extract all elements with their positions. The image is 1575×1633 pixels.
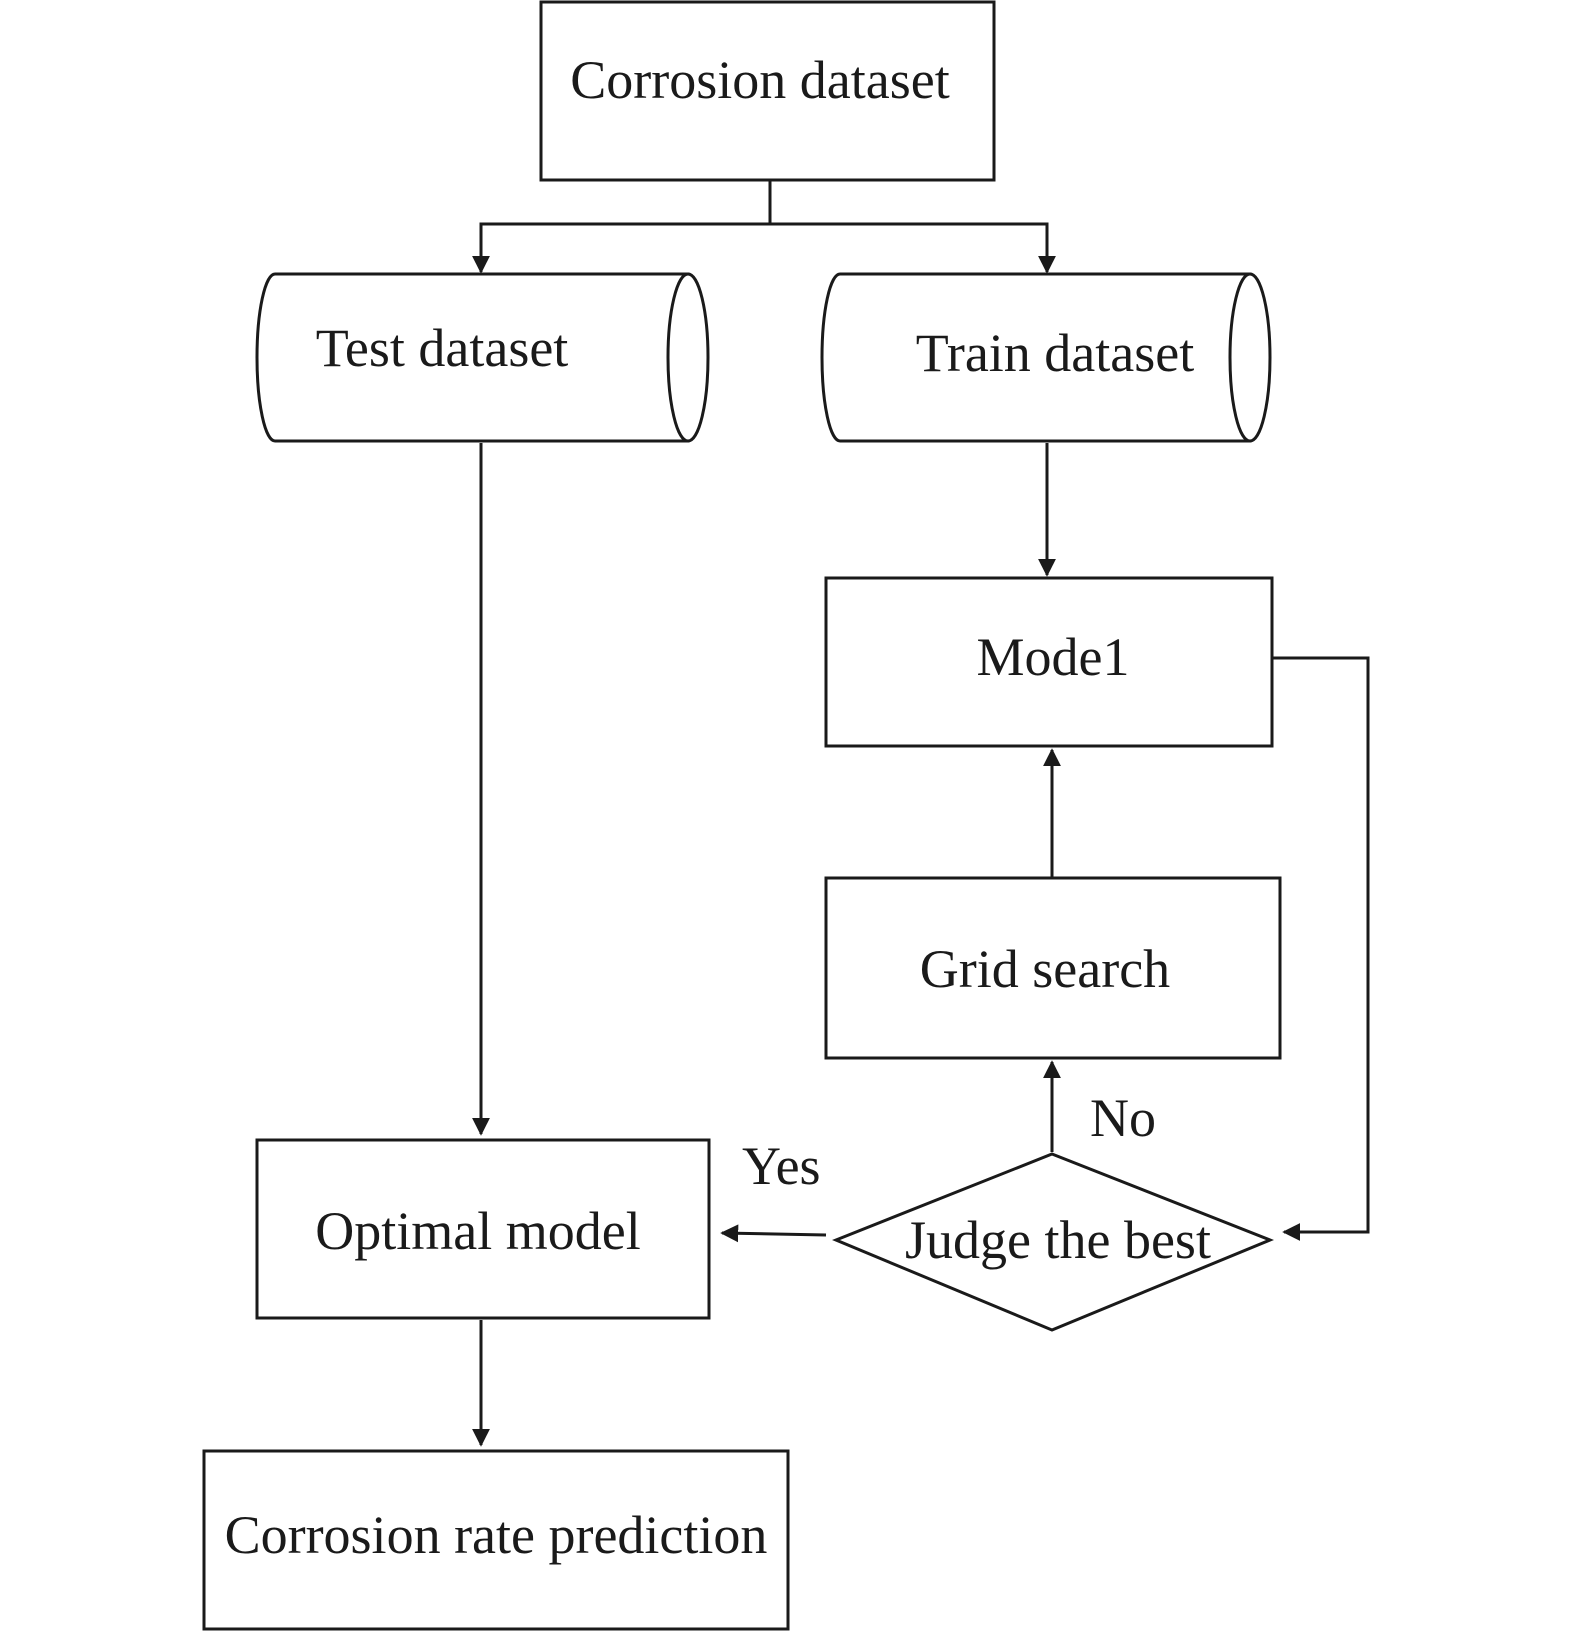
- node-judge-label: Judge the best: [905, 1210, 1211, 1270]
- edge-label-no: No: [1090, 1088, 1156, 1148]
- node-model-label: Mode1: [977, 627, 1130, 687]
- edge-corrosion-to-test: [472, 222, 770, 274]
- edges: [472, 180, 1370, 1447]
- node-model: Mode1: [824, 576, 1274, 748]
- node-optimal-model: Optimal model: [255, 1138, 711, 1320]
- node-judge-the-best: Judge the best: [832, 1152, 1275, 1332]
- node-grid-search: Grid search: [824, 876, 1282, 1060]
- node-train-dataset: Train dataset: [820, 272, 1272, 443]
- node-test-dataset-label: Test dataset: [316, 318, 569, 378]
- node-corrosion-rate-prediction: Corrosion rate prediction: [202, 1449, 790, 1631]
- node-test-dataset: Test dataset: [255, 272, 710, 443]
- edge-corrosion-to-train: [770, 222, 1056, 274]
- node-optimal-model-label: Optimal model: [315, 1201, 640, 1261]
- edge-judge-to-optimal: [720, 1224, 827, 1243]
- node-corrosion-dataset: Corrosion dataset: [539, 0, 996, 182]
- node-grid-search-label: Grid search: [920, 939, 1170, 999]
- node-prediction-label: Corrosion rate prediction: [225, 1505, 768, 1565]
- edge-label-yes: Yes: [742, 1136, 821, 1196]
- node-train-dataset-label: Train dataset: [916, 323, 1194, 383]
- node-corrosion-dataset-label: Corrosion dataset: [570, 50, 949, 110]
- edge-model-to-judge: [1272, 656, 1370, 1241]
